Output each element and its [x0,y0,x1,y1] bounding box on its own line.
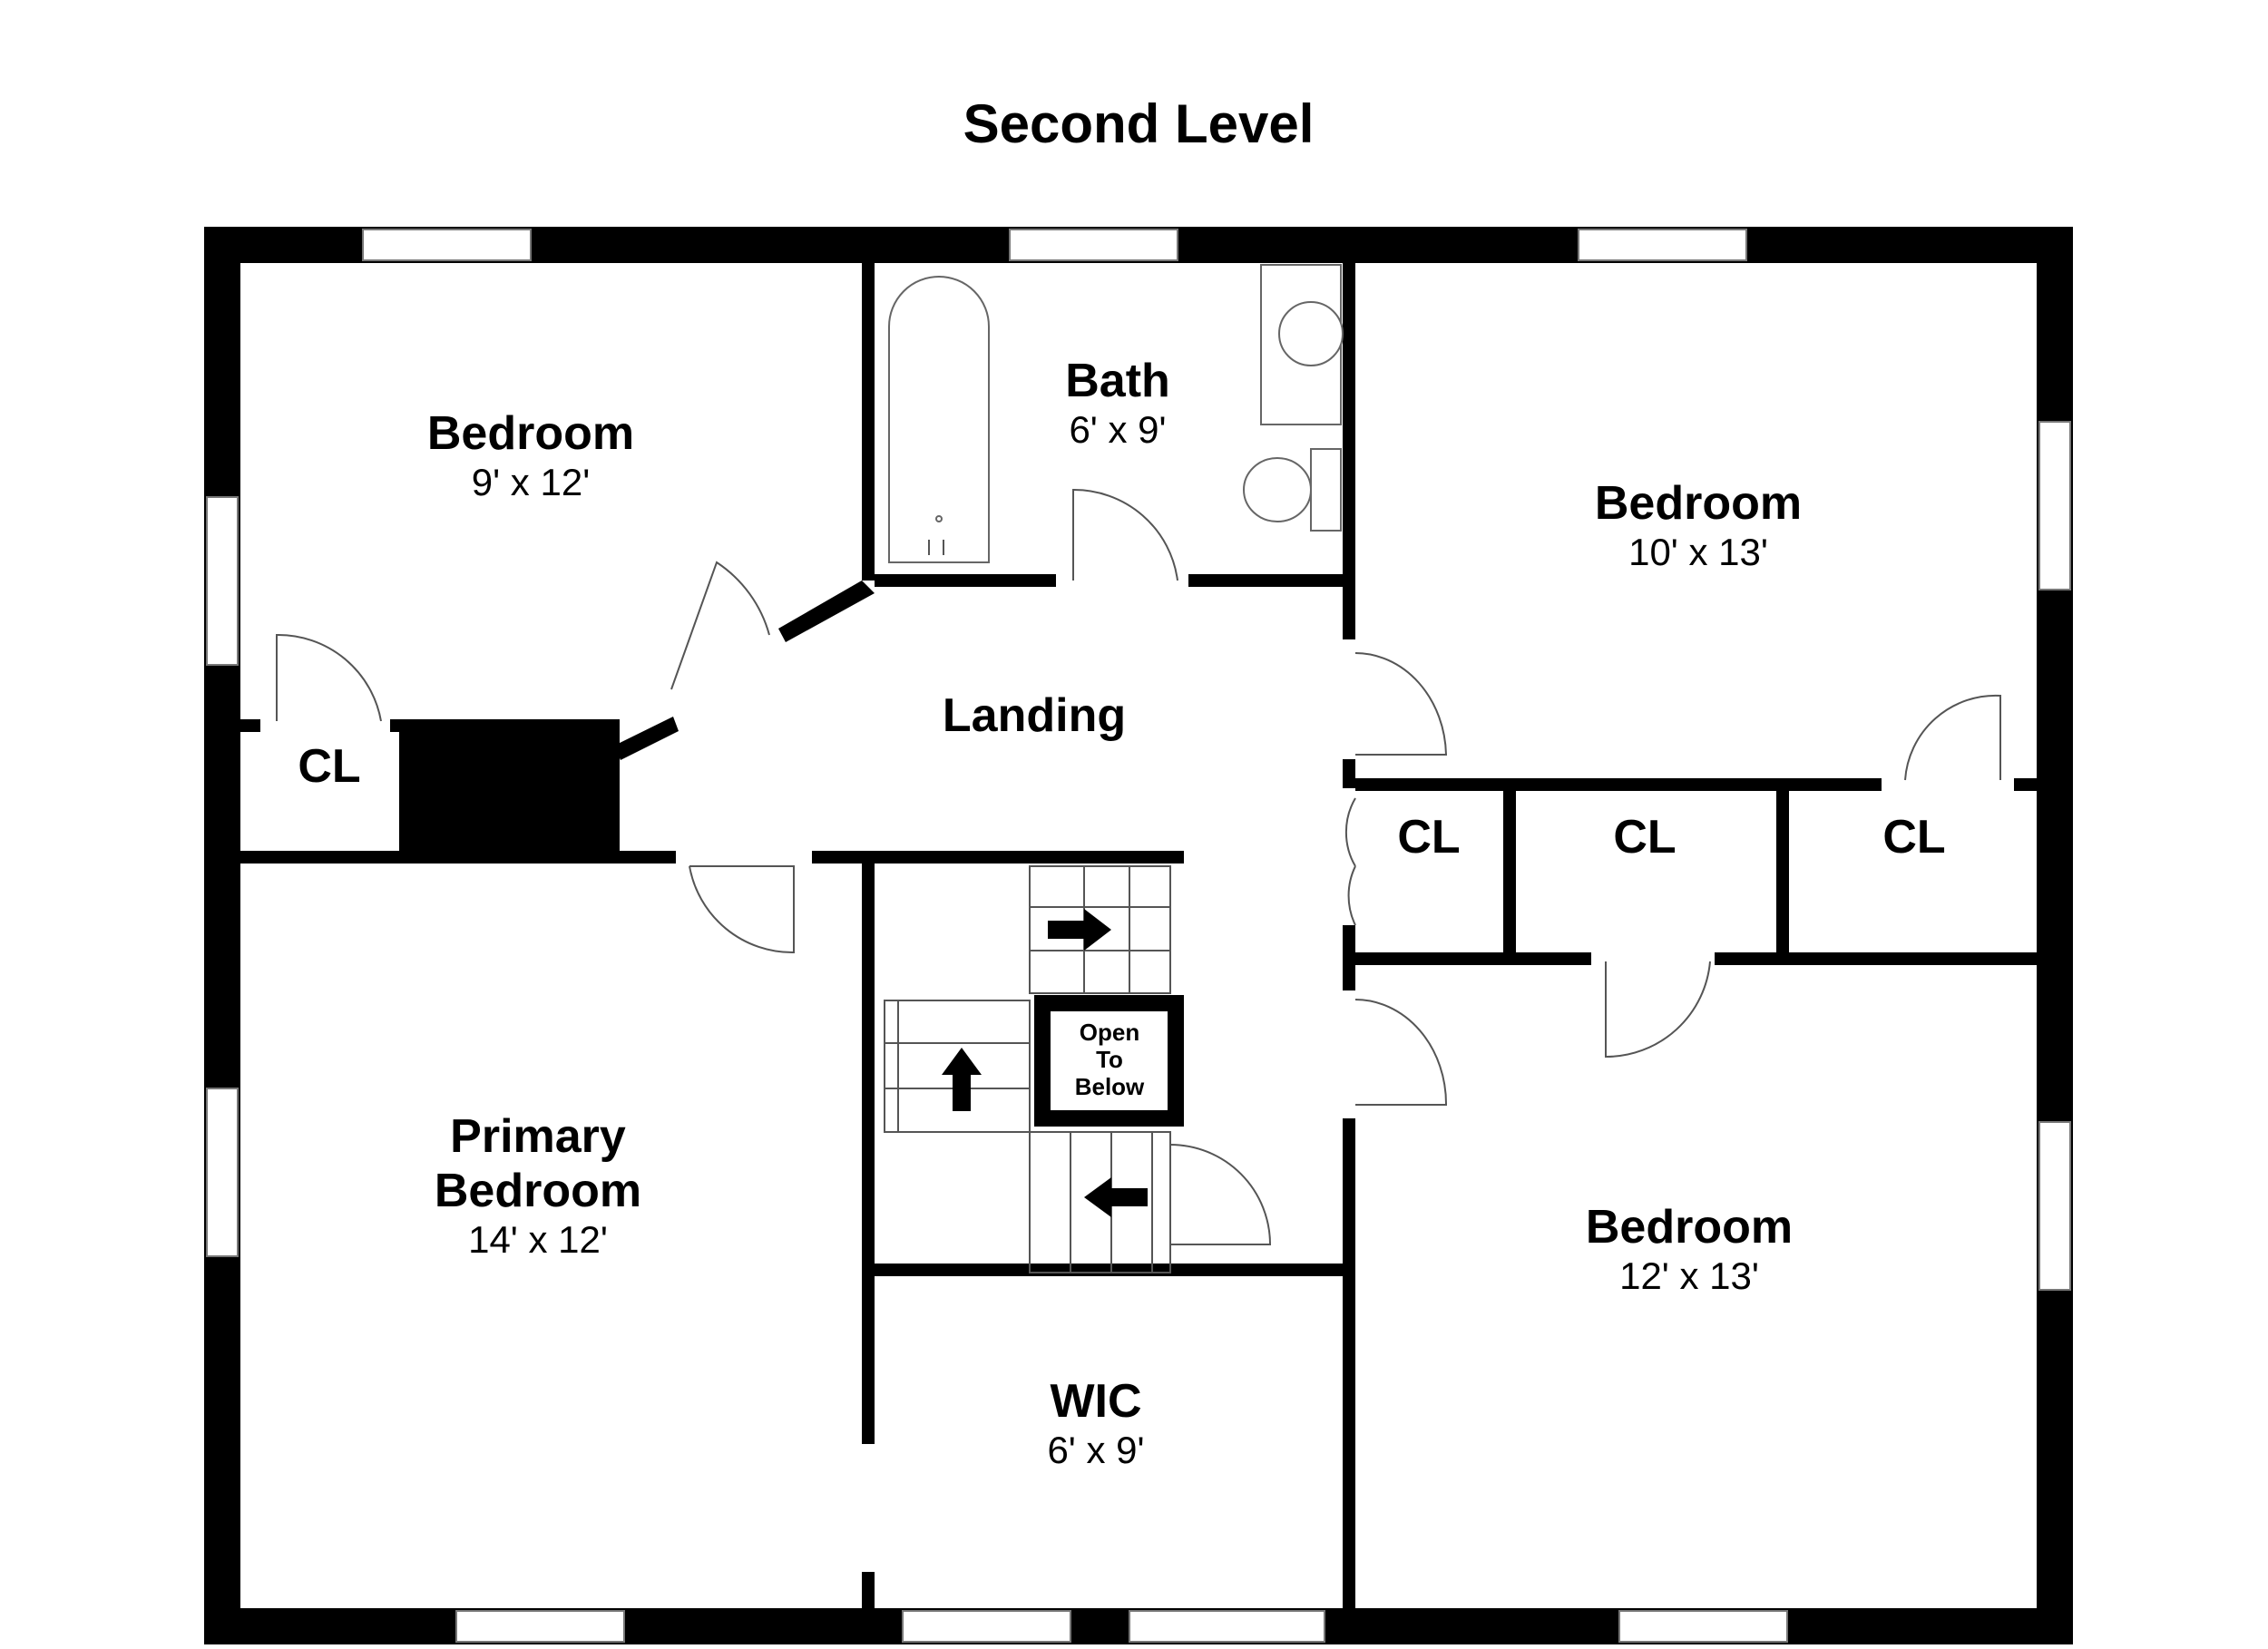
bath-name: Bath [1065,355,1170,407]
bedroom-nw-size: 9' x 12' [472,461,590,503]
bath-fixtures [888,264,1344,563]
open-to-below-line3: Below [1075,1073,1145,1100]
primary-bedroom-name-line2: Bedroom [435,1165,641,1217]
closet-mid-3-name: CL [1882,811,1945,864]
interior-walls [240,263,2037,1608]
primary-bedroom-size: 14' x 12' [468,1218,608,1261]
primary-bedroom-name-line1: Primary [450,1110,626,1163]
room-labels: Bedroom 9' x 12' Bath 6' x 9' Bedroom 10… [298,355,1945,1471]
bedroom-nw-name: Bedroom [427,407,634,460]
bath-size: 6' x 9' [1069,408,1166,451]
plan-title: Second Level [963,93,1315,154]
open-to-below-line1: Open [1080,1019,1139,1046]
landing-name: Landing [943,689,1126,742]
stairs [884,865,1171,1273]
doors [276,488,2001,1245]
bedroom-ne-size: 10' x 13' [1628,531,1768,573]
windows [206,229,2071,1643]
open-to-below-line2: To [1096,1046,1123,1073]
bedroom-se-size: 12' x 13' [1619,1254,1759,1297]
wic-size: 6' x 9' [1047,1429,1144,1471]
closet-mid-1-name: CL [1397,811,1460,864]
sink-icon [1278,301,1344,366]
toilet-icon [1243,457,1312,522]
wic-name: WIC [1050,1375,1141,1428]
closet-mid-2-name: CL [1613,811,1676,864]
bedroom-ne-name: Bedroom [1595,477,1802,530]
bedroom-se-name: Bedroom [1586,1201,1793,1254]
bathtub-icon [888,276,990,563]
closet-w-name: CL [298,740,360,793]
